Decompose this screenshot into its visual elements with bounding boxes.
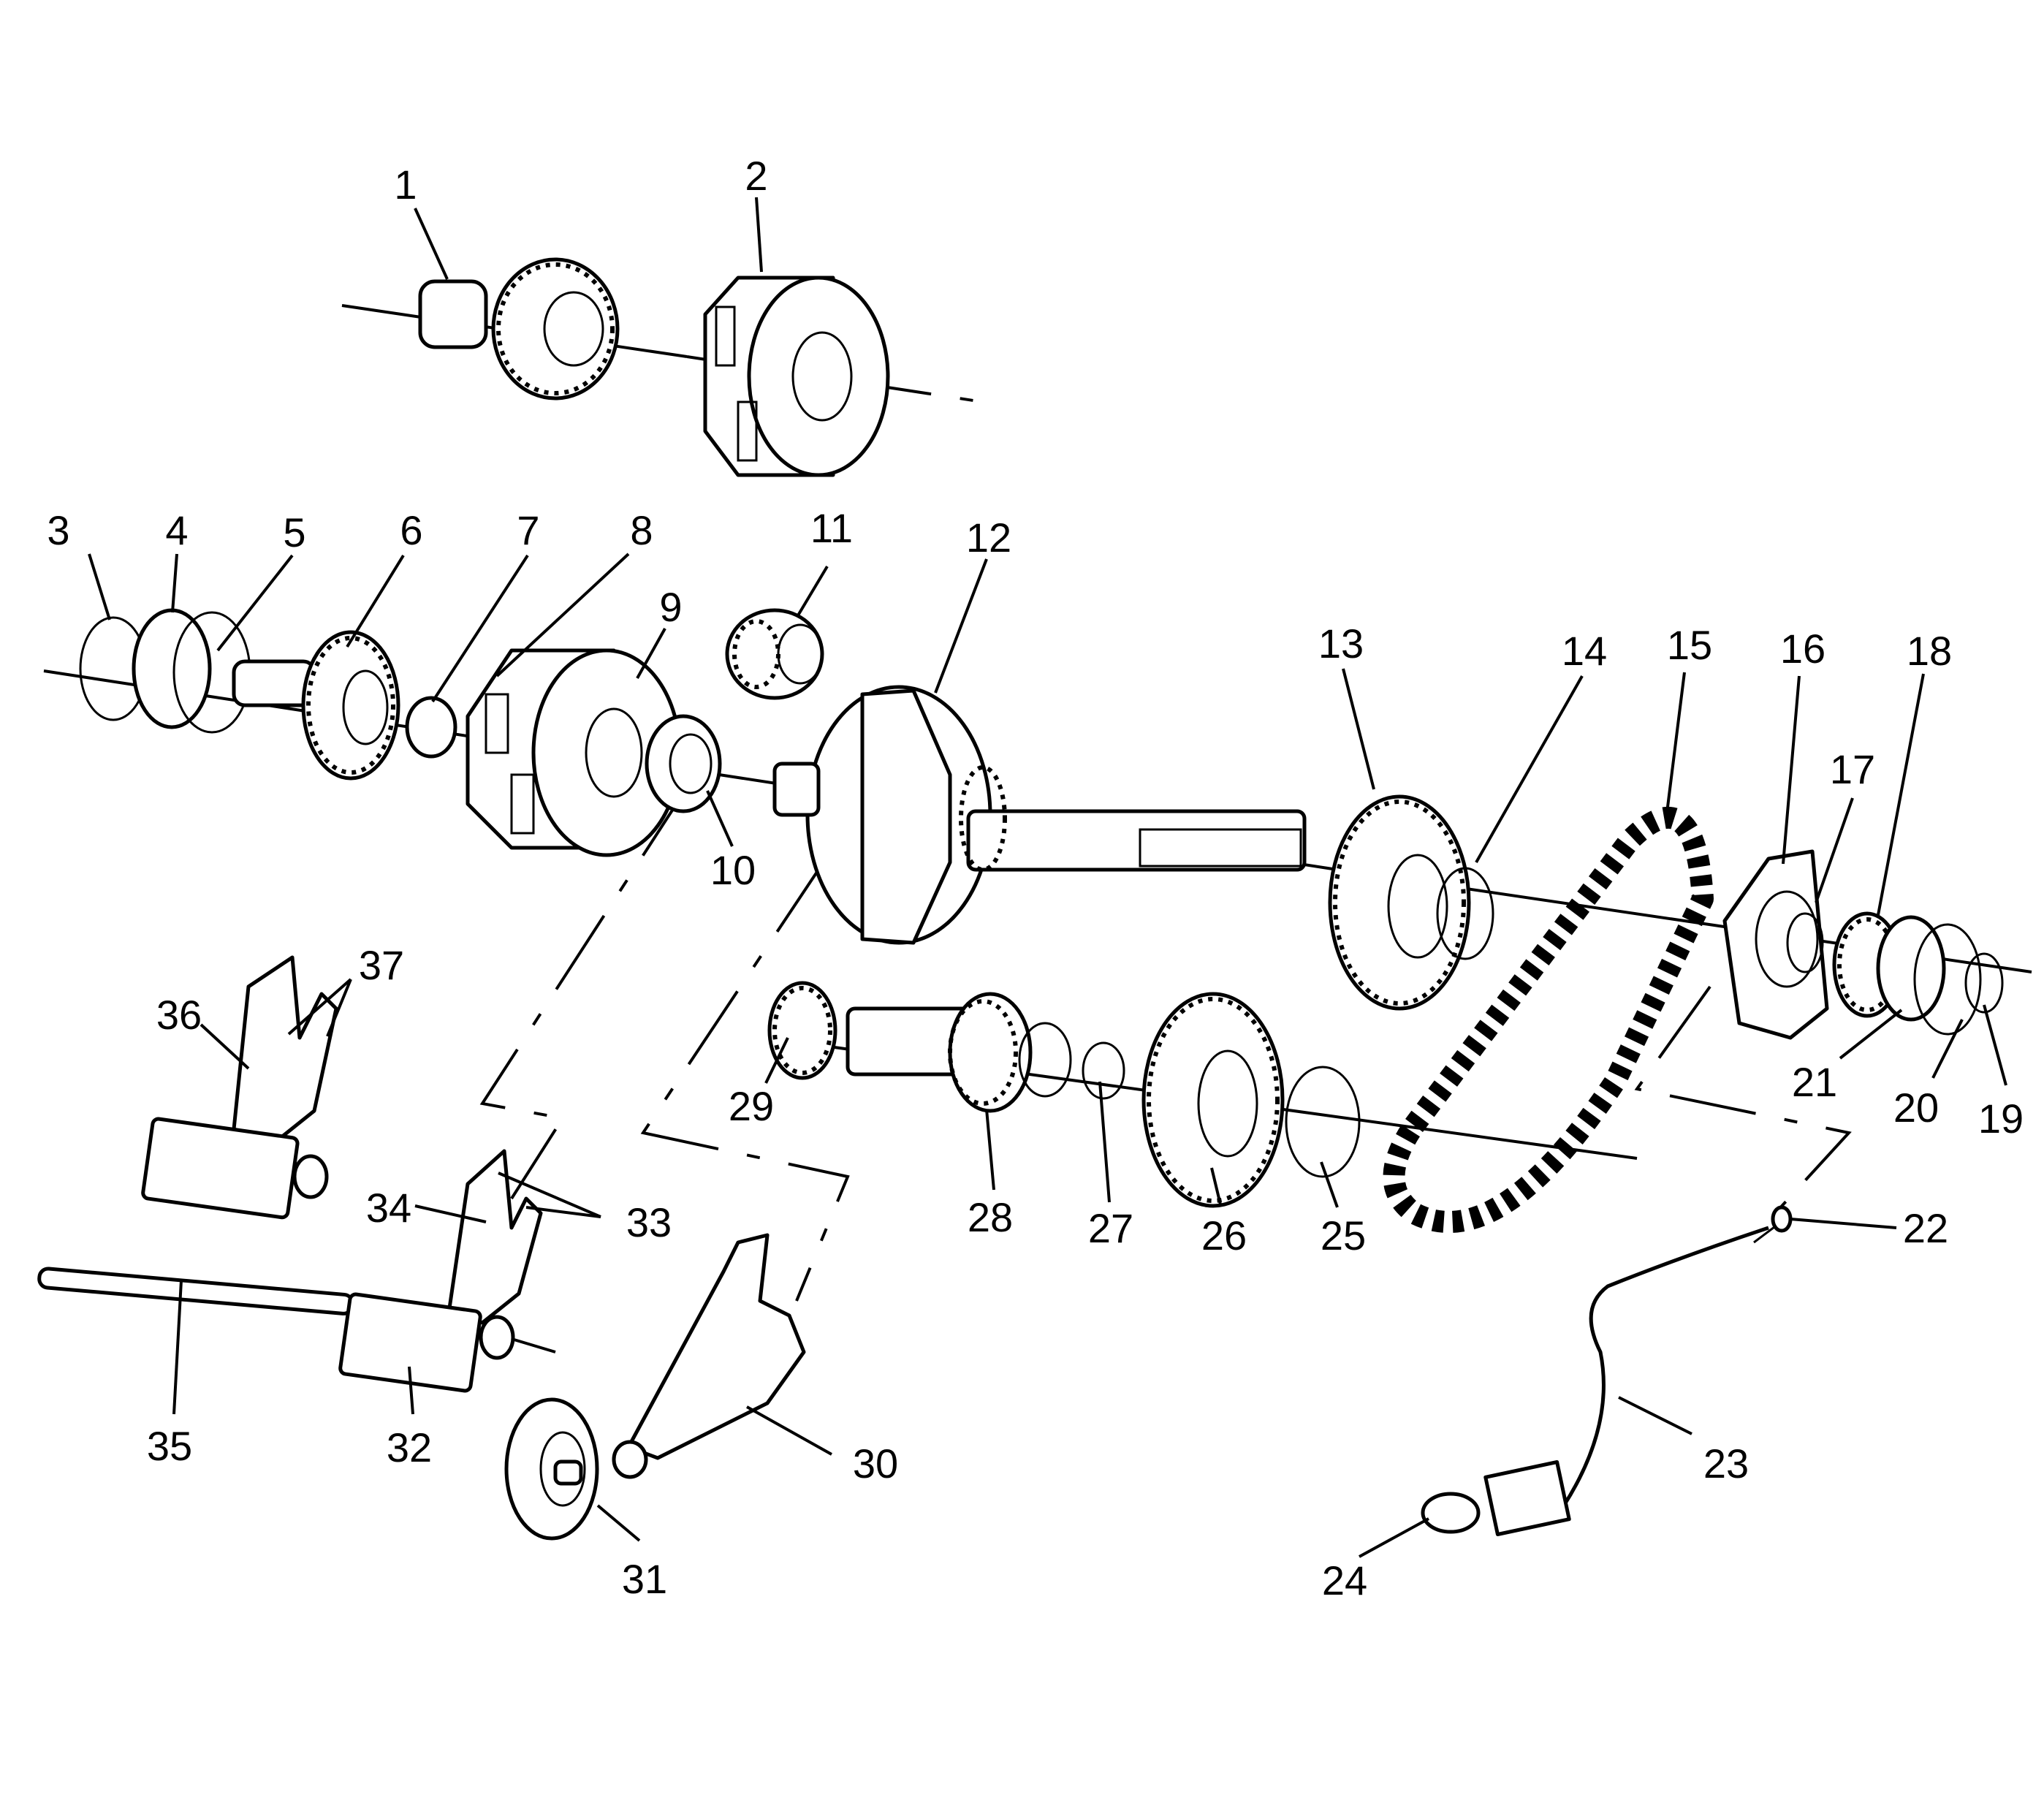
callout-29: 29 xyxy=(729,1083,774,1129)
part-26-driven-sprocket xyxy=(1141,992,1285,1208)
parts-27-29-front-output xyxy=(767,981,1125,1113)
callout-25: 25 xyxy=(1321,1212,1366,1258)
callout-1: 1 xyxy=(394,162,417,208)
callout-36: 36 xyxy=(156,992,202,1038)
part-11-hub xyxy=(725,608,824,700)
part-25-snap-ring xyxy=(1285,1066,1361,1178)
callout-28: 28 xyxy=(968,1194,1013,1240)
callout-11: 11 xyxy=(810,505,853,551)
callout-13: 13 xyxy=(1318,620,1364,667)
callout-22: 22 xyxy=(1903,1205,1948,1251)
callout-32: 32 xyxy=(387,1424,432,1470)
callout-4: 4 xyxy=(165,507,188,553)
callout-17: 17 xyxy=(1830,746,1875,792)
callout-20: 20 xyxy=(1893,1085,1939,1131)
part-10-bushing xyxy=(645,714,722,813)
callout-9: 9 xyxy=(659,584,682,630)
callout-37: 37 xyxy=(359,942,404,988)
parts-32-34-shift-fork xyxy=(338,1149,543,1393)
part-7-bearing xyxy=(405,696,457,759)
callout-33: 33 xyxy=(626,1199,672,1245)
parts-16-17-bearing-retainer xyxy=(1722,849,1829,1040)
callout-12: 12 xyxy=(966,515,1011,561)
part-31-shift-cam xyxy=(504,1397,599,1541)
callout-labels: 1 2 3 4 5 6 7 8 9 10 11 12 13 14 15 16 1… xyxy=(47,153,2024,1603)
part-12-mainshaft-drum xyxy=(772,685,1307,945)
parts-18-21-output-bearing xyxy=(1832,911,2004,1036)
part-1-sun-gear xyxy=(418,257,620,400)
part-30-shift-fork xyxy=(612,1233,806,1479)
callout-2: 2 xyxy=(745,153,767,199)
part-15-drive-chain xyxy=(1383,807,1714,1233)
callout-5: 5 xyxy=(283,509,305,555)
callout-15: 15 xyxy=(1667,622,1712,668)
callout-14: 14 xyxy=(1562,628,1607,674)
callout-21: 21 xyxy=(1792,1059,1837,1105)
part-2-planet-carrier xyxy=(703,276,890,477)
part-14-snap-ring xyxy=(1436,867,1494,960)
callout-26: 26 xyxy=(1201,1212,1247,1258)
callout-3: 3 xyxy=(47,507,69,553)
callout-34: 34 xyxy=(366,1185,411,1231)
parts-8-9-planetary-carrier xyxy=(466,648,682,857)
part-6-sun-gear-shaft xyxy=(232,630,400,781)
part-13-drive-sprocket xyxy=(1328,794,1471,1011)
callout-10: 10 xyxy=(710,847,756,893)
callout-24: 24 xyxy=(1322,1557,1367,1603)
callout-31: 31 xyxy=(622,1556,667,1602)
parts-22-24-oil-pickup xyxy=(1421,1205,1793,1537)
callout-23: 23 xyxy=(1703,1440,1749,1487)
callout-35: 35 xyxy=(147,1423,192,1469)
callout-6: 6 xyxy=(400,507,422,553)
callout-27: 27 xyxy=(1088,1205,1133,1251)
callout-7: 7 xyxy=(517,507,539,553)
parts-36-37-shift-fork xyxy=(141,955,338,1220)
callout-19: 19 xyxy=(1978,1096,2024,1142)
leader-lines xyxy=(88,197,2007,1558)
callout-18: 18 xyxy=(1907,628,1952,674)
callout-8: 8 xyxy=(630,507,653,553)
callout-16: 16 xyxy=(1780,626,1825,672)
callout-30: 30 xyxy=(853,1440,898,1487)
